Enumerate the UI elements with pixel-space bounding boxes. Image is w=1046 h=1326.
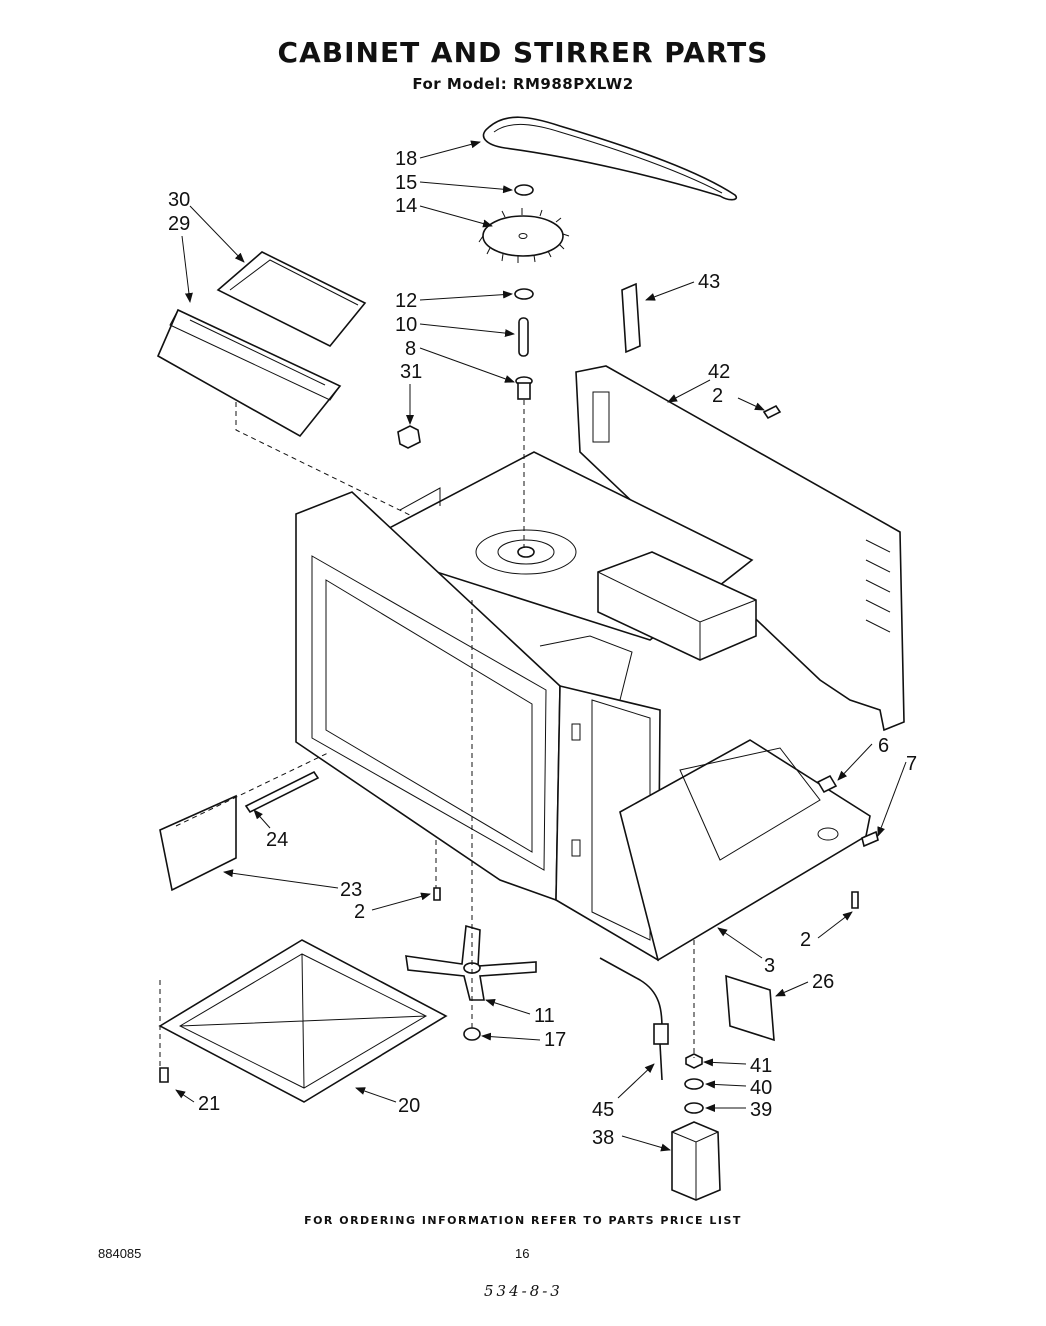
callout-41: 41	[750, 1055, 772, 1077]
bracket-part-43	[621, 282, 641, 354]
callout-23: 23	[340, 879, 362, 901]
callout-29: 29	[168, 213, 190, 235]
handwritten-note: 534-8-3	[484, 1282, 563, 1300]
callout-14: 14	[395, 195, 417, 217]
callout-3: 3	[764, 955, 775, 977]
base-plate-part-3	[619, 739, 871, 962]
callout-2-left: 2	[354, 901, 365, 923]
strip-part-24	[244, 770, 320, 814]
model-subtitle: For Model: RM988PXLW2	[412, 75, 634, 93]
cover-part-20	[158, 939, 448, 1103]
clip-part-31	[397, 425, 421, 449]
front-frame	[295, 491, 561, 902]
nut-part-41	[685, 1053, 703, 1069]
callout-43: 43	[698, 271, 720, 293]
belt-part-18	[482, 116, 738, 201]
callout-12: 12	[395, 290, 417, 312]
shaft-part-10	[518, 317, 529, 357]
card-part-26	[725, 974, 775, 1042]
page-number: 16	[515, 1246, 530, 1261]
page-title: CABINET AND STIRRER PARTS	[277, 36, 769, 69]
washer-part-12	[514, 288, 534, 300]
callout-2-right: 2	[800, 929, 811, 951]
callout-7: 7	[906, 753, 917, 775]
callout-45: 45	[592, 1099, 614, 1121]
duct-cover-part-30	[216, 251, 367, 348]
component-block	[597, 551, 757, 661]
callout-6: 6	[878, 735, 889, 757]
callout-30: 30	[168, 189, 190, 211]
callout-21: 21	[198, 1093, 220, 1115]
ordering-note: FOR ORDERING INFORMATION REFER TO PARTS …	[304, 1214, 742, 1227]
callout-26: 26	[812, 971, 834, 993]
washer-part-40	[684, 1078, 704, 1090]
screw-part-2c	[851, 891, 859, 909]
screw-part-2a	[762, 404, 782, 420]
leader-lines	[175, 140, 907, 1152]
ring-part-15	[514, 184, 534, 196]
panel-part-23	[159, 751, 331, 892]
callout-20: 20	[398, 1095, 420, 1117]
callout-31: 31	[400, 361, 422, 383]
callout-8: 8	[405, 338, 416, 360]
document-number: 884085	[98, 1246, 142, 1261]
callout-labels: 18 15 14 30 29 12 10 8 31 43 42 2 6 7 24…	[168, 148, 917, 1149]
callout-38: 38	[592, 1127, 614, 1149]
screw-part-2b	[433, 887, 441, 901]
probe-part-45	[599, 957, 669, 1081]
gear-part-39	[684, 1102, 704, 1114]
stirrer-blade-part-11	[405, 924, 537, 1001]
duct-part-29	[156, 308, 342, 438]
screw-part-7	[861, 830, 879, 848]
callout-42: 42	[708, 361, 730, 383]
callout-15: 15	[395, 172, 417, 194]
callout-40: 40	[750, 1077, 772, 1099]
bushing-part-8	[515, 376, 533, 400]
callout-10: 10	[395, 314, 417, 336]
clamp-part-6	[816, 774, 838, 794]
callout-39: 39	[750, 1099, 772, 1121]
callout-2-top: 2	[712, 385, 723, 407]
callout-17: 17	[544, 1029, 566, 1051]
screw-part-21	[159, 1067, 169, 1083]
callout-18: 18	[395, 148, 417, 170]
pulley-gear-part-14	[478, 208, 570, 263]
motor-part-38	[671, 1121, 721, 1201]
callout-24: 24	[266, 829, 288, 851]
callout-11: 11	[534, 1005, 555, 1027]
nut-part-17	[463, 1027, 481, 1041]
